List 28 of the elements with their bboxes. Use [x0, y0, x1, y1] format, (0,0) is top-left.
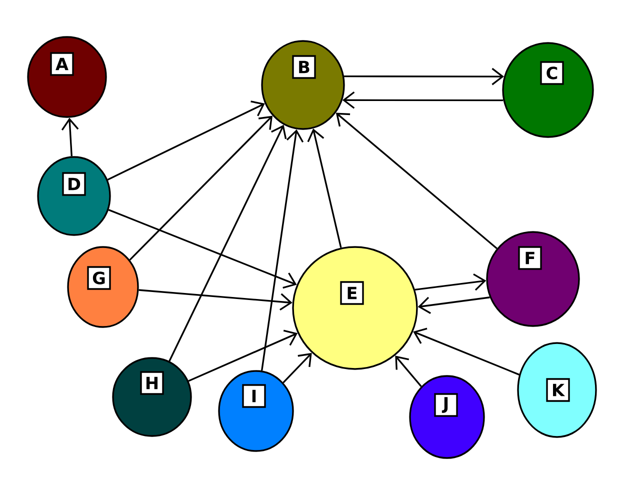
node-label: I — [242, 384, 266, 408]
arrow — [395, 356, 422, 387]
node-label: C — [540, 61, 564, 85]
node-label: H — [140, 371, 164, 395]
arrow — [418, 296, 490, 314]
arrow — [188, 330, 298, 382]
node-label: D — [62, 172, 86, 196]
arrow — [414, 273, 486, 291]
node-label: G — [87, 266, 111, 290]
node-label: B — [292, 55, 316, 79]
arrow — [168, 124, 287, 362]
arrow — [307, 128, 342, 248]
arrow — [138, 289, 292, 310]
node-label: A — [50, 52, 74, 76]
arrow — [282, 352, 312, 384]
arrow — [107, 100, 265, 180]
arrow — [342, 91, 504, 109]
arrow — [108, 209, 297, 289]
node-label: K — [546, 378, 570, 402]
arrow — [413, 328, 520, 376]
arrow — [61, 118, 79, 156]
node-label: F — [518, 246, 542, 270]
node-label: J — [434, 393, 458, 417]
arrow — [129, 116, 273, 260]
arrow — [344, 68, 504, 86]
arrow — [336, 112, 498, 250]
arrow — [261, 129, 304, 371]
node-label: E — [340, 281, 364, 305]
